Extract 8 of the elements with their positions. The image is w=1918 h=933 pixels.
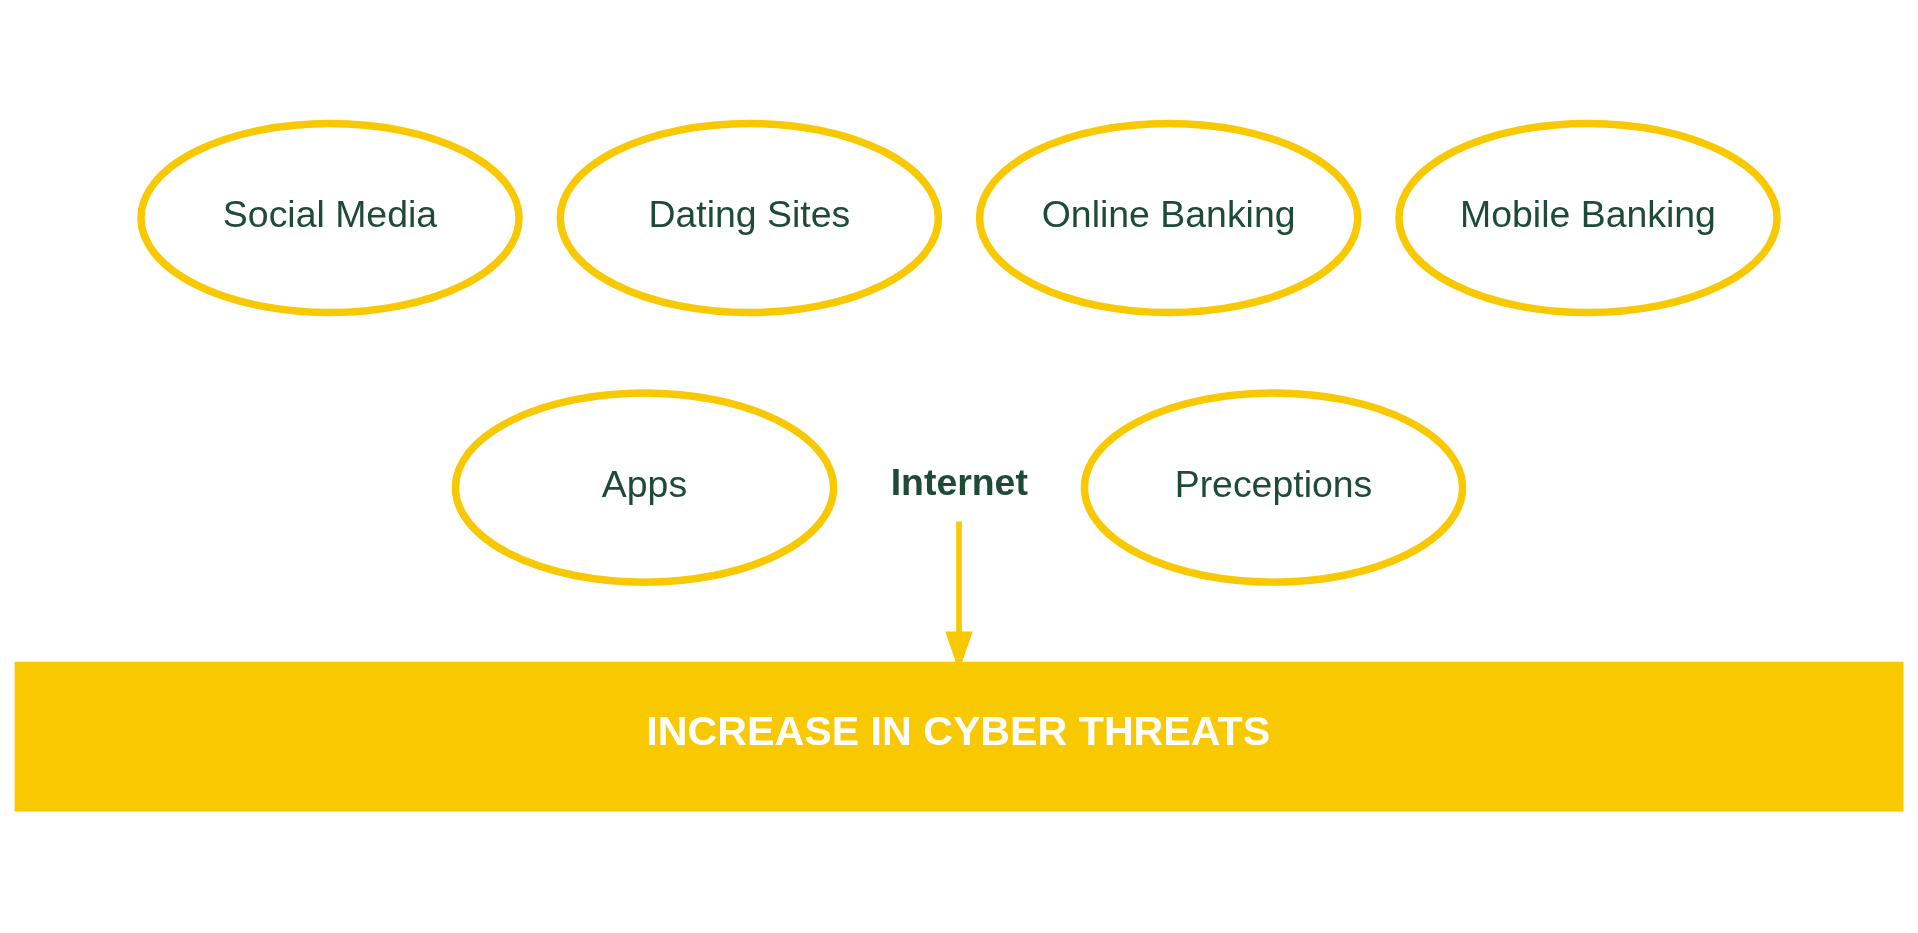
- node-ellipse: Dating Sites: [556, 119, 943, 316]
- node-text: Internet: [890, 460, 1028, 503]
- node-ellipse: Apps: [451, 388, 838, 586]
- node-ellipse: Mobile Banking: [1395, 119, 1781, 316]
- node-ellipse: Online Banking: [975, 119, 1362, 316]
- node-ellipse: Social Media: [137, 119, 523, 316]
- node-box: INCREASE IN CYBER THREATS: [14, 661, 1904, 811]
- node-ellipse: Preceptions: [1080, 388, 1467, 586]
